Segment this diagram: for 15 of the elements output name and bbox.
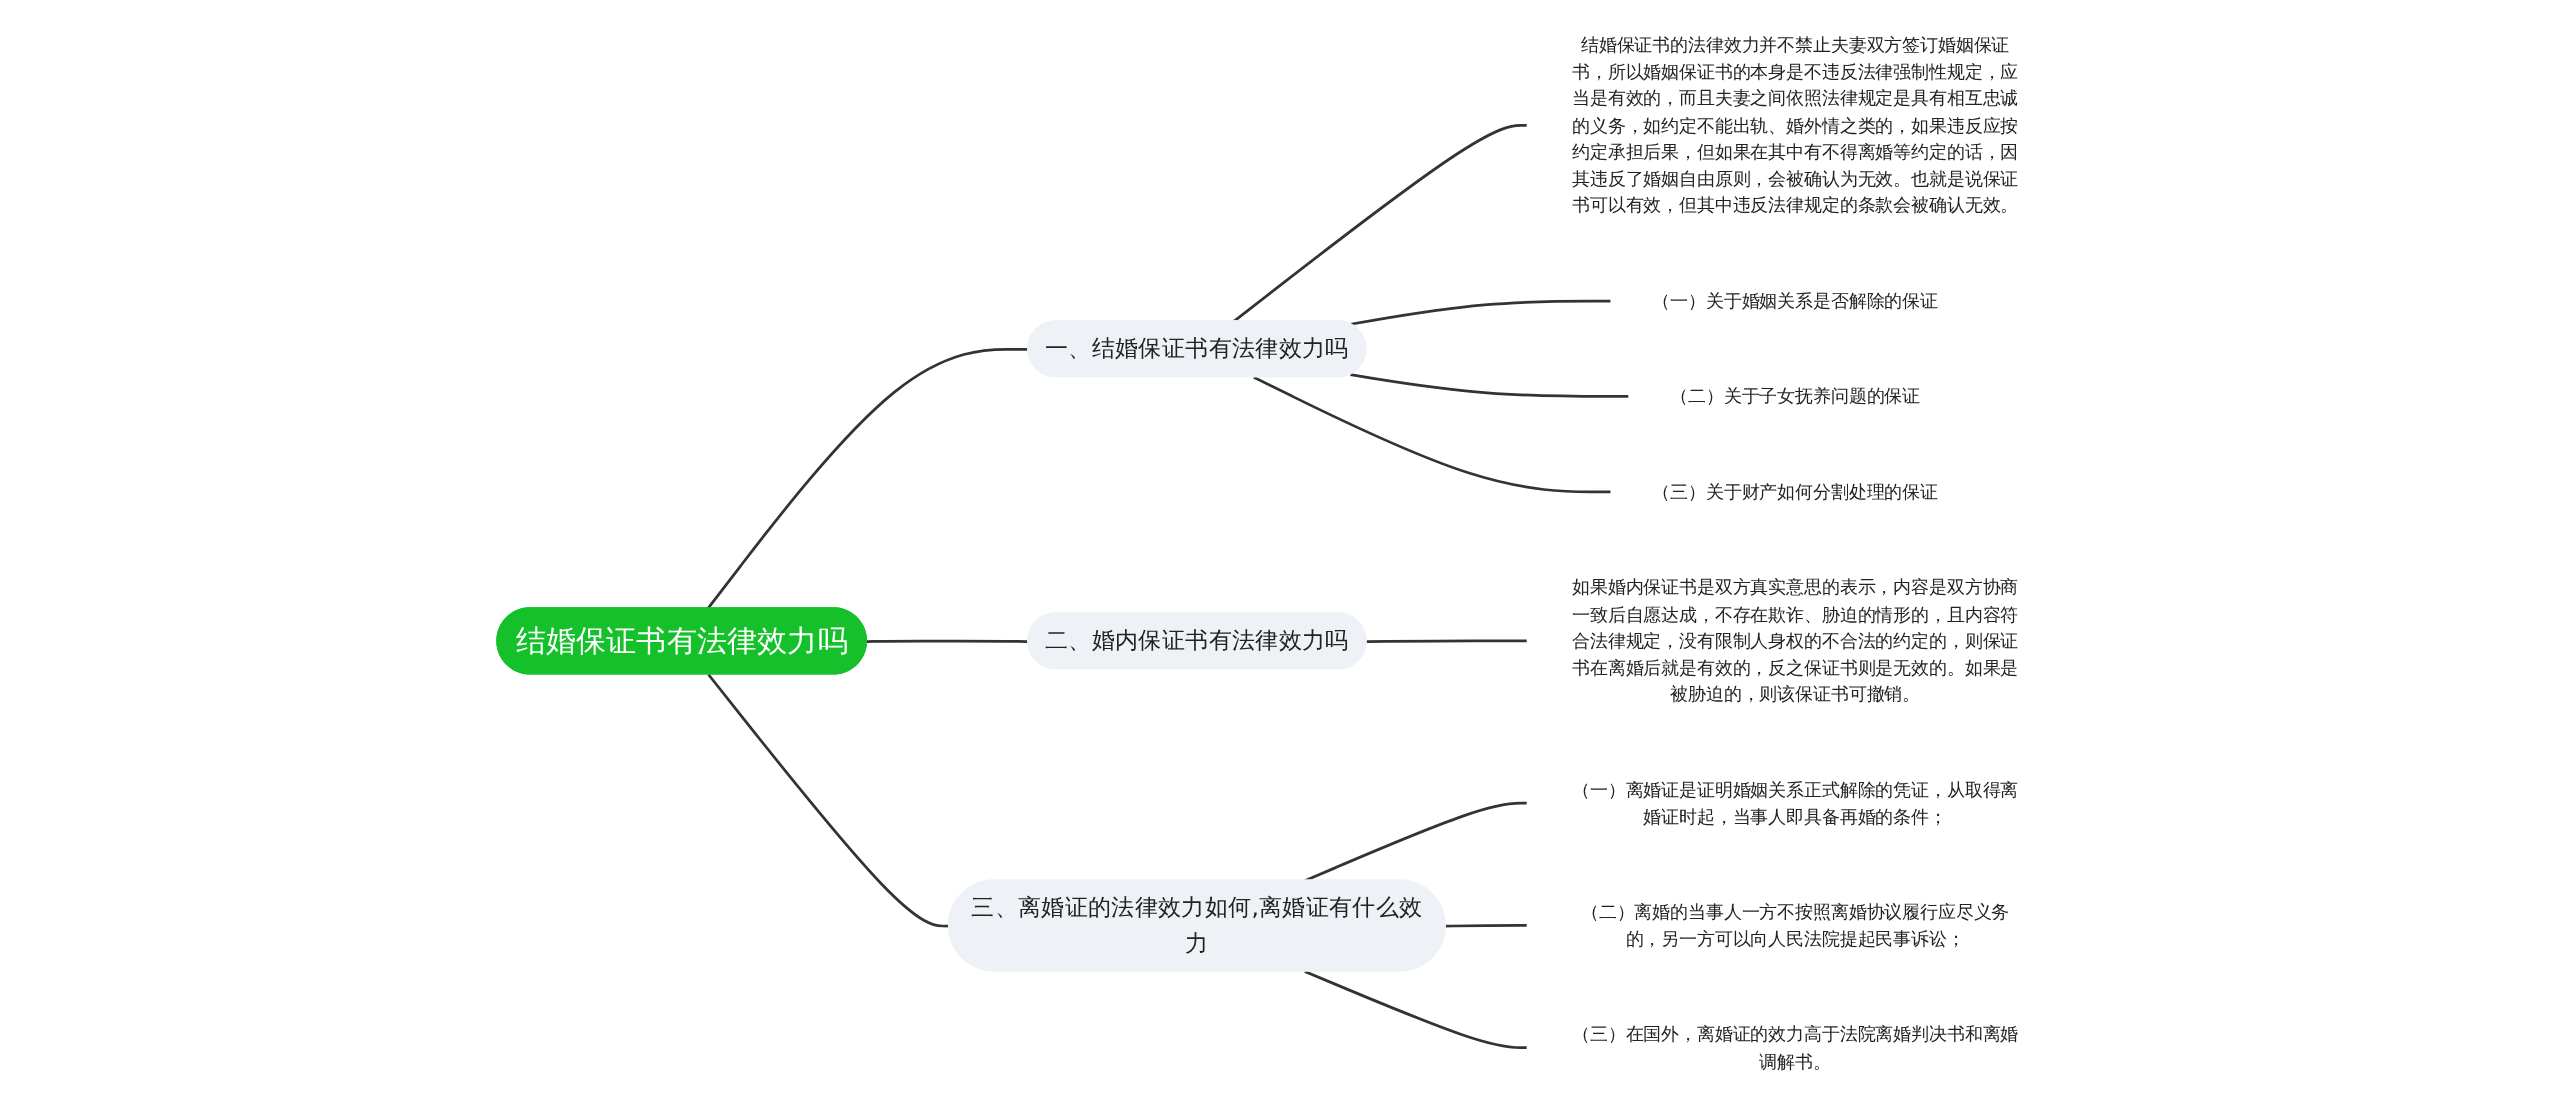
- node-text: 如果婚内保证书是双方真实意思的表示，内容是双方协商一致后自愿达成，不存在欺诈、胁迫的情形的，且内容符合法律规定，没有限制人身权的不合法的约定的，则保证书在离婚后就是有效的，反之保证书则是无效的。如果是被胁迫的，则该保证书可撤销。: [1572, 576, 2019, 705]
- node-text: （一）关于婚姻关系是否解除的保证: [1652, 290, 1938, 311]
- connector: [1366, 639, 1528, 643]
- node-text: 结婚保证书的法律效力并不禁止夫妻双方签订婚姻保证书，所以婚姻保证书的本身是不违反法律强制性规定，应当是有效的，而且夫妻之间依照法律规定是具有相互忠诚的义务，如约定不能出轨、婚外情之类的，如果违反应按约定承担后果，但如果在其中有不得离婚等约定的话，因其违反了婚姻自由原则，会被确认为无效。也就是说保证书可以有效，但其中违反法律规定的条款会被确认无效。: [1572, 34, 2019, 216]
- connector: [1350, 299, 1612, 326]
- connector: [867, 639, 1029, 643]
- node-text: （二）离婚的当事人一方不按照离婚协议履行应尽义务的，另一方可以向人民法院提起民事诉讼；: [1580, 901, 2010, 949]
- connector: [1304, 970, 1528, 1049]
- node-text: （三）在国外，离婚证的效力高于法院离婚判决书和离婚调解书。: [1572, 1023, 2019, 1071]
- connector: [1445, 924, 1528, 928]
- connector: [1253, 376, 1612, 494]
- node-text: （一）离婚证是证明婚姻关系正式解除的凭证，从取得离婚证时起，当事人即具备再婚的条件；: [1572, 779, 2019, 827]
- node-text: （二）关于子女抚养问题的保证: [1670, 385, 1921, 407]
- connector: [1350, 373, 1630, 398]
- node-text: （三）关于财产如何分割处理的保证: [1652, 481, 1938, 502]
